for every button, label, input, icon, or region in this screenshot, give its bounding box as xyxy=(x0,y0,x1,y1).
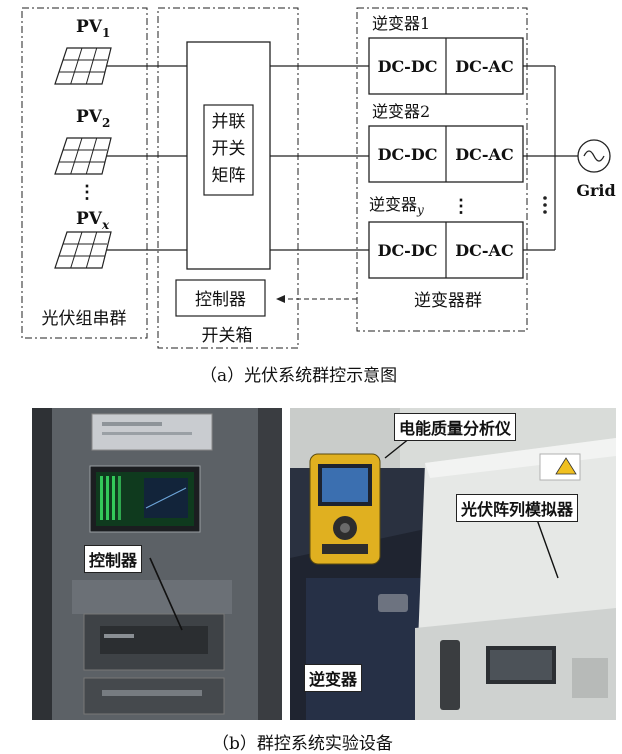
inverter-photo-label: 逆变器 xyxy=(304,664,363,692)
bus-dot xyxy=(543,203,547,207)
inverter-label-y: 逆变器y xyxy=(369,195,424,217)
grid-label: Grid xyxy=(576,181,615,200)
inverter-block-2: DC-DC DC-AC xyxy=(368,125,524,183)
dcdc-label: DC-DC xyxy=(378,241,438,260)
pv-group-label: 光伏组串群 xyxy=(42,309,127,329)
inverter-block-y: DC-DC DC-AC xyxy=(368,221,524,279)
ac-source-icon xyxy=(577,139,611,173)
pv-panel-icon xyxy=(54,137,112,175)
switch-box-label: 开关箱 xyxy=(202,326,253,346)
inverter-ellipsis: ⋮ xyxy=(452,196,470,217)
pv-ellipsis: ⋮ xyxy=(78,182,96,203)
caption-a: （a）光伏系统群控示意图 xyxy=(200,366,398,386)
dcac-label: DC-AC xyxy=(455,241,513,260)
dcac-label: DC-AC xyxy=(455,57,513,76)
inverter-group-label: 逆变器群 xyxy=(414,291,482,311)
cabinet-illustration xyxy=(32,408,282,720)
controller-cabinet-photo: 控制器 xyxy=(32,408,282,720)
pv-label-1: PV1 xyxy=(76,17,110,40)
controller-box xyxy=(175,279,266,317)
controller-label: 控制器 xyxy=(195,290,246,310)
inverter-group-box xyxy=(356,7,528,332)
inverter-block-1: DC-DC DC-AC xyxy=(368,37,524,95)
caption-b: （b）群控系统实验设备 xyxy=(212,734,393,754)
system-schematic: PV1 PV2 PVx ⋮ 并联 开关 矩阵 控制器 开关箱 逆变器1 逆变器2… xyxy=(21,7,616,349)
inverter-label-1: 逆变器1 xyxy=(372,14,430,33)
matrix-line-2: 开关 xyxy=(212,139,246,159)
pv-label-x: PVx xyxy=(76,209,110,232)
lab-equipment-photo: 电能质量分析仪 光伏阵列模拟器 逆变器 xyxy=(290,408,616,720)
pv-label-2: PV2 xyxy=(76,107,110,130)
bus-dot xyxy=(543,210,547,214)
control-arrow-head xyxy=(276,295,285,303)
switch-box-frame xyxy=(157,7,299,349)
matrix-line-1: 并联 xyxy=(212,112,246,132)
pv-panel-icon xyxy=(54,231,112,269)
pv-group-box xyxy=(21,7,148,339)
dcdc-label: DC-DC xyxy=(378,145,438,164)
dcac-label: DC-AC xyxy=(455,145,513,164)
equipment-illustration xyxy=(290,408,616,720)
analyzer-label: 电能质量分析仪 xyxy=(394,413,517,441)
matrix-line-3: 矩阵 xyxy=(212,166,246,186)
dcdc-label: DC-DC xyxy=(378,57,438,76)
simulator-label: 光伏阵列模拟器 xyxy=(456,494,579,522)
controller-photo-label: 控制器 xyxy=(84,545,143,573)
inverter-label-2: 逆变器2 xyxy=(372,102,430,121)
switch-matrix-inner xyxy=(203,104,254,196)
pv-panel-icon xyxy=(54,47,112,85)
bus-dot xyxy=(543,196,547,200)
